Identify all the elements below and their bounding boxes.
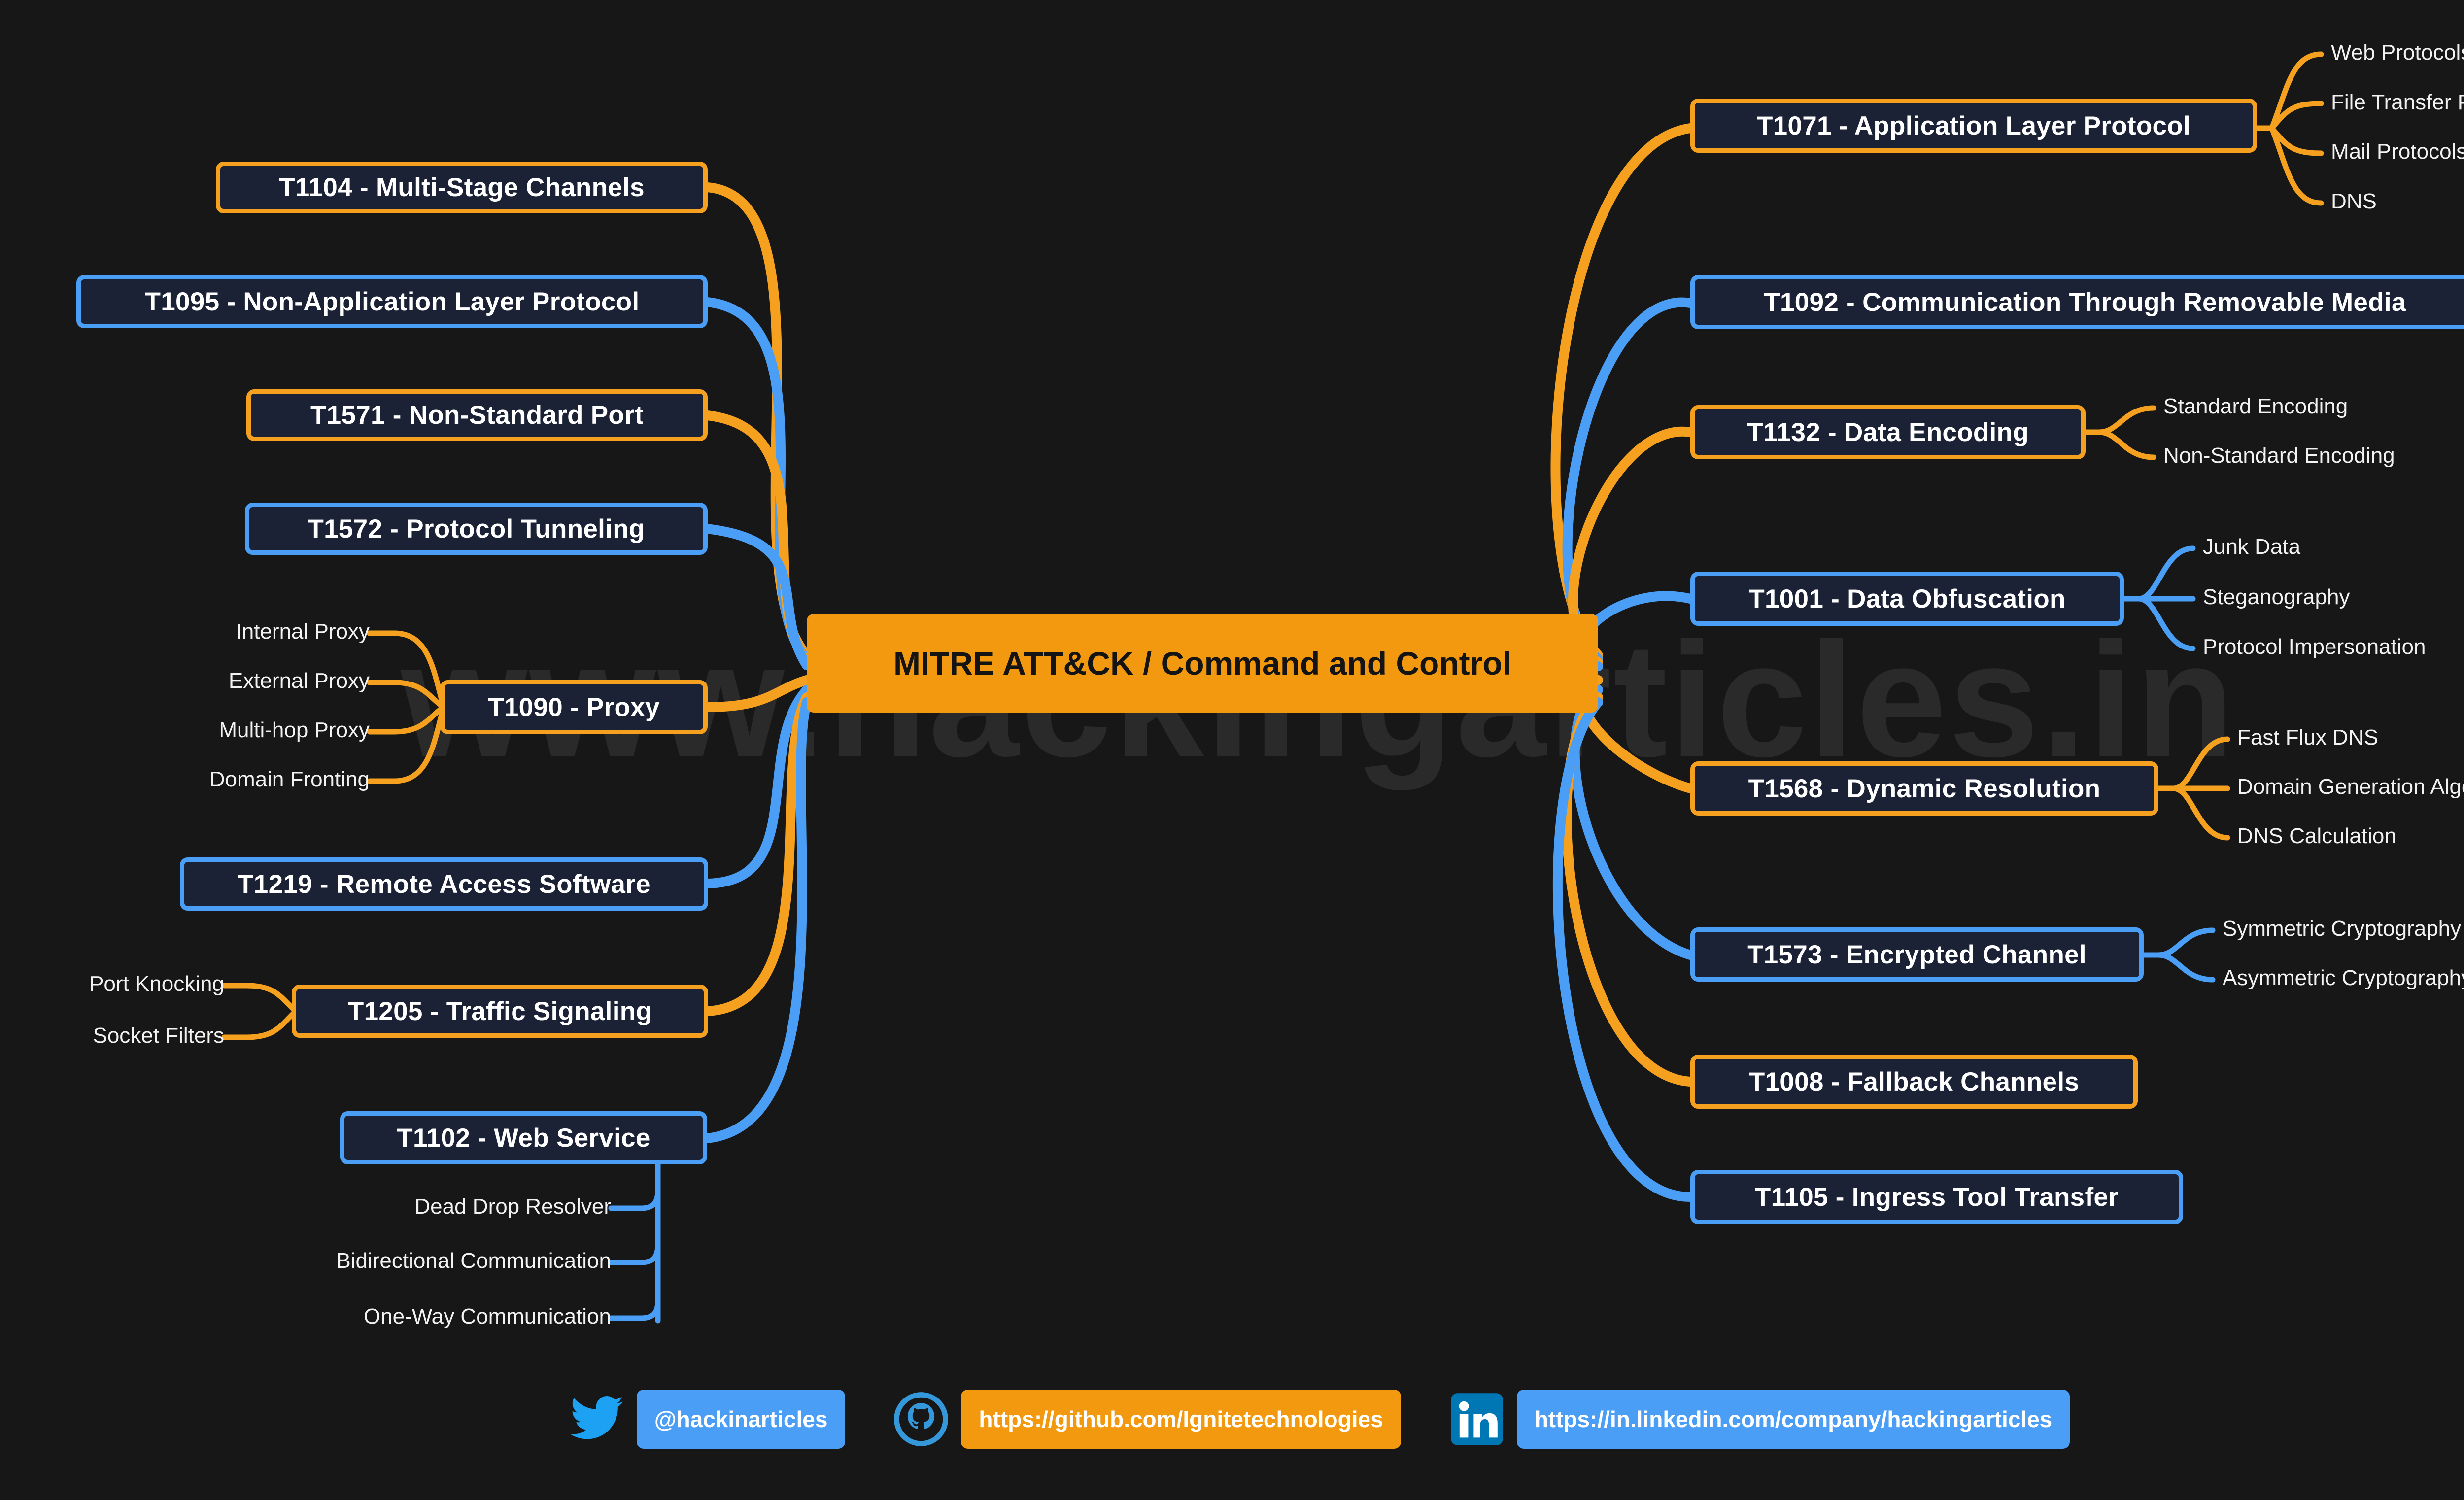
leaf-one-way-communication: One-Way Communication xyxy=(363,1304,611,1329)
github-icon xyxy=(892,1390,950,1448)
link-t1105 xyxy=(1552,697,1695,1202)
link-t1071-dns xyxy=(2269,125,2324,206)
leaf-dead-drop-resolver: Dead Drop Resolver xyxy=(414,1194,611,1219)
leaf-bidirectional-communication: Bidirectional Communication xyxy=(336,1249,611,1273)
link-t1001-junk-data xyxy=(2136,545,2196,602)
link-t1573-asymmetric xyxy=(2156,952,2216,983)
github-social[interactable]: https://github.com/Ignitetechnologies xyxy=(892,1390,1401,1449)
link-t1102 xyxy=(702,697,812,1143)
leaf-fast-flux-dns: Fast Flux DNS xyxy=(2237,725,2379,750)
leaf-multi-hop-proxy: Multi-hop Proxy xyxy=(219,718,370,742)
link-t1132-non-standard xyxy=(2096,429,2156,460)
node-t1008[interactable]: T1008 - Fallback Channels xyxy=(1690,1055,2138,1109)
linkedin-social[interactable]: https://in.linkedin.com/company/hackinga… xyxy=(1448,1390,2070,1449)
link-t1071-file-transfer xyxy=(2269,101,2324,131)
github-url[interactable]: https://github.com/Ignitetechnologies xyxy=(961,1390,1401,1449)
twitter-social[interactable]: @hackinarticles xyxy=(568,1390,846,1449)
link-t1001-protocol-imp xyxy=(2136,596,2196,651)
linkedin-url[interactable]: https://in.linkedin.com/company/hackinga… xyxy=(1516,1390,2070,1449)
node-t1092[interactable]: T1092 - Communication Through Removable … xyxy=(1690,275,2464,329)
link-t1090-internal-proxy xyxy=(367,630,446,710)
leaf-asymmetric-cryptography: Asymmetric Cryptography xyxy=(2223,966,2464,990)
center-node[interactable]: MITRE ATT&CK / Command and Control xyxy=(807,614,1598,713)
leaf-steganography: Steganography xyxy=(2203,585,2350,609)
node-t1568[interactable]: T1568 - Dynamic Resolution xyxy=(1690,761,2158,816)
leaf-port-knocking: Port Knocking xyxy=(89,972,224,996)
leaf-socket-filters: Socket Filters xyxy=(93,1023,224,1048)
link-t1102-dead-drop xyxy=(608,1187,661,1211)
social-footer: @hackinarticles https://github.com/Ignit… xyxy=(0,1375,2464,1464)
link-t1568-fast-flux xyxy=(2170,736,2230,791)
link-t1573-symmetric xyxy=(2156,927,2216,958)
node-t1205[interactable]: T1205 - Traffic Signaling xyxy=(292,985,708,1038)
link-t1090-multihop-proxy xyxy=(367,704,446,735)
leaf-file-transfer-protocols: File Transfer Protocols xyxy=(2331,90,2464,114)
twitter-handle[interactable]: @hackinarticles xyxy=(636,1390,846,1449)
leaf-non-standard-encoding: Non-Standard Encoding xyxy=(2163,443,2395,468)
leaf-symmetric-cryptography: Symmetric Cryptography xyxy=(2223,917,2462,941)
node-t1132[interactable]: T1132 - Data Encoding xyxy=(1690,405,2086,459)
leaf-domain-generation-algorithms: Domain Generation Algorithms xyxy=(2237,775,2464,799)
node-t1104[interactable]: T1104 - Multi-Stage Channels xyxy=(216,162,708,213)
link-t1205-port-knocking xyxy=(221,983,299,1014)
node-t1001[interactable]: T1001 - Data Obfuscation xyxy=(1690,572,2124,626)
link-t1090 xyxy=(702,675,812,712)
node-t1090[interactable]: T1090 - Proxy xyxy=(440,680,708,734)
node-t1573[interactable]: T1573 - Encrypted Channel xyxy=(1690,927,2144,982)
leaf-web-protocols: Web Protocols xyxy=(2331,40,2464,65)
leaf-domain-fronting: Domain Fronting xyxy=(209,767,370,791)
leaf-junk-data: Junk Data xyxy=(2203,535,2301,559)
link-t1572 xyxy=(702,524,812,670)
twitter-icon xyxy=(568,1390,626,1448)
link-t1219 xyxy=(702,685,812,888)
leaf-dns-calculation: DNS Calculation xyxy=(2237,824,2396,848)
link-t1205-socket-filters xyxy=(221,1008,299,1040)
node-t1219[interactable]: T1219 - Remote Access Software xyxy=(180,857,708,911)
link-t1102-oneway xyxy=(608,1298,661,1321)
node-t1095[interactable]: T1095 - Non-Application Layer Protocol xyxy=(76,275,708,328)
leaf-mail-protocols: Mail Protocols xyxy=(2331,139,2464,164)
link-t1568-dns-calc xyxy=(2170,785,2230,841)
leaf-dns: DNS xyxy=(2331,189,2377,213)
leaf-standard-encoding: Standard Encoding xyxy=(2163,394,2348,418)
linkedin-icon xyxy=(1448,1390,1506,1448)
node-t1105[interactable]: T1105 - Ingress Tool Transfer xyxy=(1690,1170,2183,1224)
link-t1102-bidirectional xyxy=(608,1241,661,1265)
node-t1071[interactable]: T1071 - Application Layer Protocol xyxy=(1690,99,2257,153)
link-t1205 xyxy=(702,692,812,1016)
node-t1102[interactable]: T1102 - Web Service xyxy=(340,1111,707,1164)
node-t1571[interactable]: T1571 - Non-Standard Port xyxy=(246,389,708,441)
link-t1132-standard xyxy=(2096,405,2156,435)
leaf-protocol-impersonation: Protocol Impersonation xyxy=(2203,635,2426,659)
link-t1090-external-proxy xyxy=(367,680,446,710)
node-t1572[interactable]: T1572 - Protocol Tunneling xyxy=(245,503,708,555)
leaf-internal-proxy: Internal Proxy xyxy=(236,619,370,644)
link-t1090-domain-fronting xyxy=(367,704,446,784)
leaf-external-proxy: External Proxy xyxy=(228,669,370,693)
link-t1071-web-protocols xyxy=(2269,51,2324,131)
